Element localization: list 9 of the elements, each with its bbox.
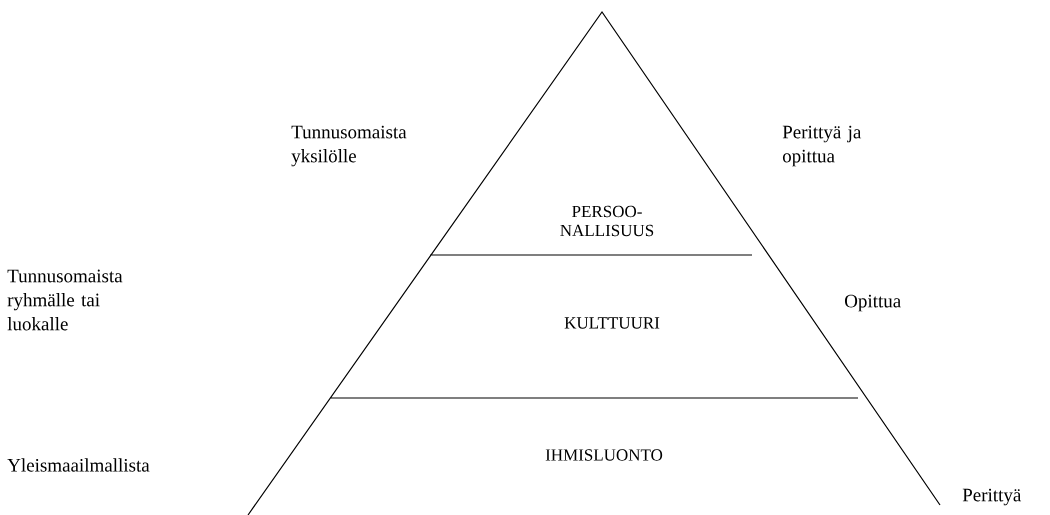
side-label: Opittua [845,294,901,312]
side-label: Tunnusomaista ryhmälle tai luokalle [7,269,123,331]
side-label: Perittyä ja opittua [782,125,862,167]
layer-label: IHMISLUONTO [545,449,663,461]
side-label: Tunnusomaista yksilölle [291,125,407,167]
layer-label: KULTTUURI [564,317,660,329]
side-label: Perittyä [962,488,1022,506]
side-label: Yleismaailmallista [7,458,150,472]
layer-label: PERSOO- NALLISUUS [560,205,654,237]
